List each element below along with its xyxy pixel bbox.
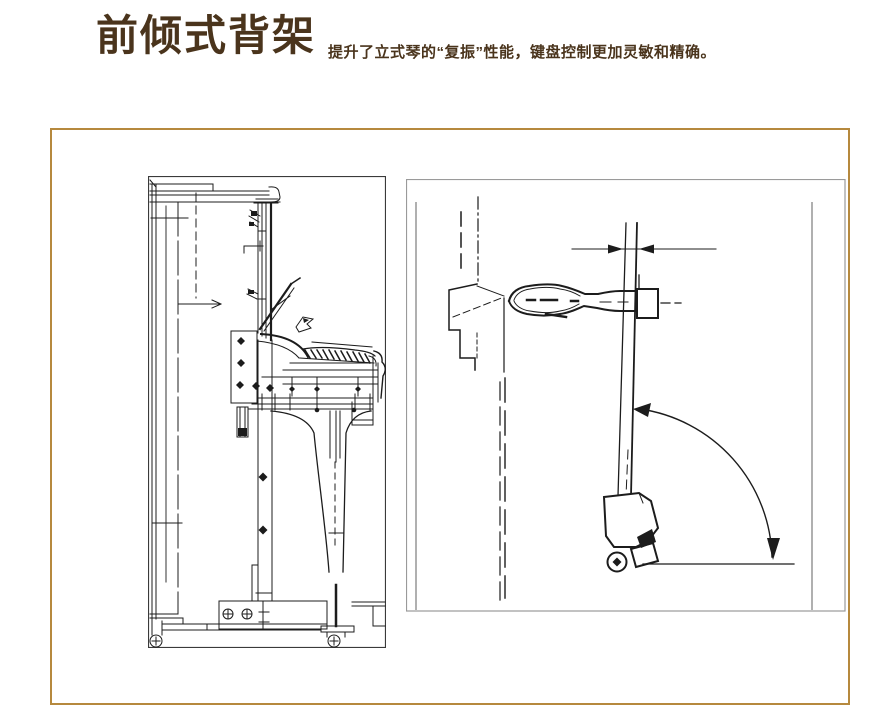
hammer-action-figure <box>406 179 846 612</box>
page-title: 前倾式背架 <box>96 14 317 60</box>
piano-side-section-drawing <box>148 176 386 648</box>
content-panel <box>50 128 850 705</box>
page-subtitle: 提升了立式琴的“复振”性能，键盘控制更加灵敏和精确。 <box>328 44 717 61</box>
piano-side-section-figure <box>148 176 386 648</box>
hammer-lean-angle-drawing <box>406 179 846 612</box>
